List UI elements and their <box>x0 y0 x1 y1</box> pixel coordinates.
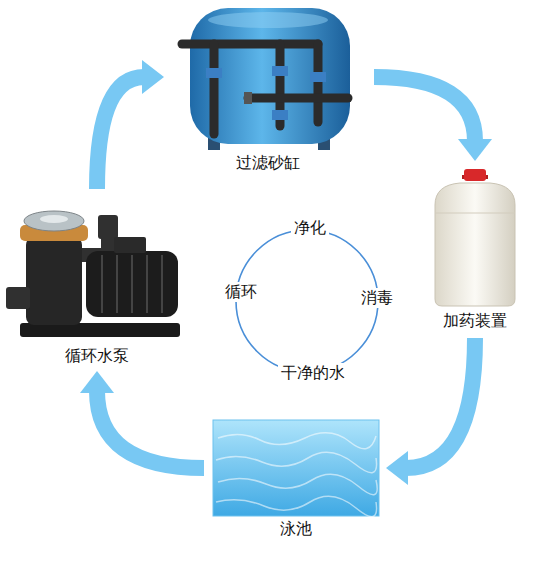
tank-cap-part <box>464 169 486 181</box>
water-ripples-part <box>218 474 377 494</box>
tank-body <box>435 183 515 306</box>
flow-arrow <box>386 338 475 485</box>
tank-valves-part <box>310 72 326 82</box>
pump-illustration <box>2 195 192 345</box>
tank-body-part <box>208 12 328 28</box>
tank-valves <box>206 66 326 120</box>
pool-water-part <box>213 420 379 516</box>
tank-pipes-part <box>182 40 318 49</box>
tank-valves-part <box>244 92 252 104</box>
pump-motor-part <box>101 255 103 313</box>
pump-strainer-part <box>6 287 30 309</box>
pool-water <box>213 420 379 516</box>
water-ripples-part <box>216 496 377 516</box>
pump-motor-part <box>116 255 118 313</box>
cycle-label: 消毒 <box>358 288 396 308</box>
pump-motor-part <box>131 255 133 313</box>
arrow-shaft <box>374 77 475 141</box>
pool-illustration <box>210 418 382 518</box>
tank-valves-part <box>206 68 222 78</box>
pump-base <box>20 323 180 337</box>
pump-motor-part <box>86 251 178 317</box>
arrow-head <box>80 371 114 393</box>
arrow-shaft <box>97 391 204 468</box>
pump-lid-part <box>40 215 68 223</box>
cycle-label: 干净的水 <box>278 363 348 383</box>
equipment-label: 泳池 <box>210 518 382 540</box>
pump-motor-part <box>161 255 163 313</box>
pump-strainer-part <box>98 215 118 239</box>
tank-body-part <box>190 8 350 144</box>
pump-strainer-part <box>26 237 82 325</box>
flow-arrow <box>374 77 492 161</box>
tank-cap <box>462 169 488 181</box>
arrow-shaft <box>97 77 144 189</box>
arrow-head <box>386 451 408 485</box>
pump-motor-part <box>114 237 146 253</box>
tank-pipes-part <box>314 44 323 122</box>
tank-body-part <box>435 183 515 306</box>
tank-body <box>190 8 350 144</box>
pump-base-part <box>20 323 180 337</box>
tank-body-part <box>435 213 515 214</box>
water-ripples <box>216 433 377 517</box>
arrow-head <box>142 60 164 94</box>
dosing-tank-illustration <box>420 165 530 310</box>
pump-lid-part <box>24 211 84 231</box>
arrow-shaft <box>406 338 475 468</box>
equipment-node: 循环水泵 <box>2 195 192 367</box>
equipment-label: 加药装置 <box>420 310 530 332</box>
equipment-label: 循环水泵 <box>2 345 192 367</box>
sand-filter-illustration <box>168 2 368 152</box>
flow-arrow <box>97 60 164 189</box>
equipment-label: 过滤砂缸 <box>168 152 368 174</box>
equipment-node: 过滤砂缸 <box>168 2 368 174</box>
tank-pipes <box>182 44 348 134</box>
tank-valves-part <box>272 110 288 120</box>
flow-arrow <box>80 371 204 468</box>
tank-pipes-part <box>210 44 219 134</box>
pump-strainer <box>6 215 118 325</box>
pump-lid <box>20 211 88 241</box>
pump-motor-part <box>146 255 148 313</box>
equipment-node: 加药装置 <box>420 165 530 332</box>
tank-valves-part <box>272 66 288 76</box>
water-ripples-part <box>216 452 377 472</box>
cycle-label: 净化 <box>291 218 329 238</box>
pump-motor <box>86 237 178 317</box>
cycle-label: 循环 <box>222 282 260 302</box>
arrow-head <box>458 139 492 161</box>
tank-pipes-part <box>248 94 348 103</box>
equipment-node: 泳池 <box>210 418 382 540</box>
water-ripples-part <box>218 433 376 449</box>
